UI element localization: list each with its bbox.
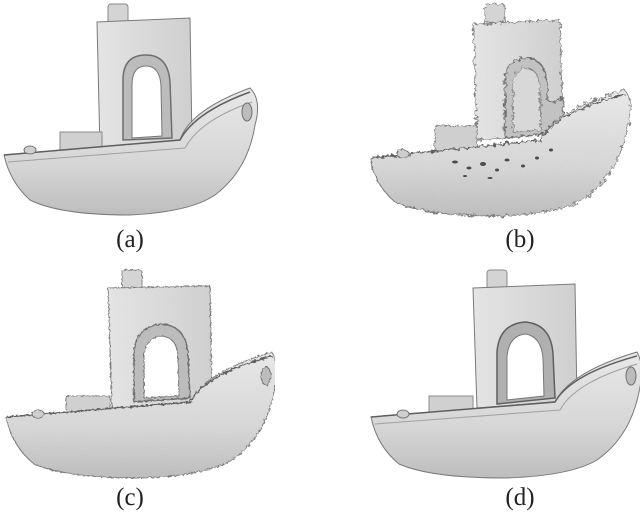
boat-model-d	[370, 269, 640, 479]
panel-c	[0, 262, 275, 482]
caption-d: (d)	[505, 484, 535, 511]
boat-model-a	[3, 3, 259, 216]
panel-b	[365, 0, 640, 225]
panel-d	[365, 262, 640, 482]
boat-model-c	[5, 269, 275, 479]
panel-a	[0, 0, 270, 225]
caption-c: (c)	[116, 484, 144, 511]
caption-b: (b)	[505, 226, 535, 253]
boat-model-b	[369, 3, 631, 217]
caption-a: (a)	[116, 226, 144, 253]
